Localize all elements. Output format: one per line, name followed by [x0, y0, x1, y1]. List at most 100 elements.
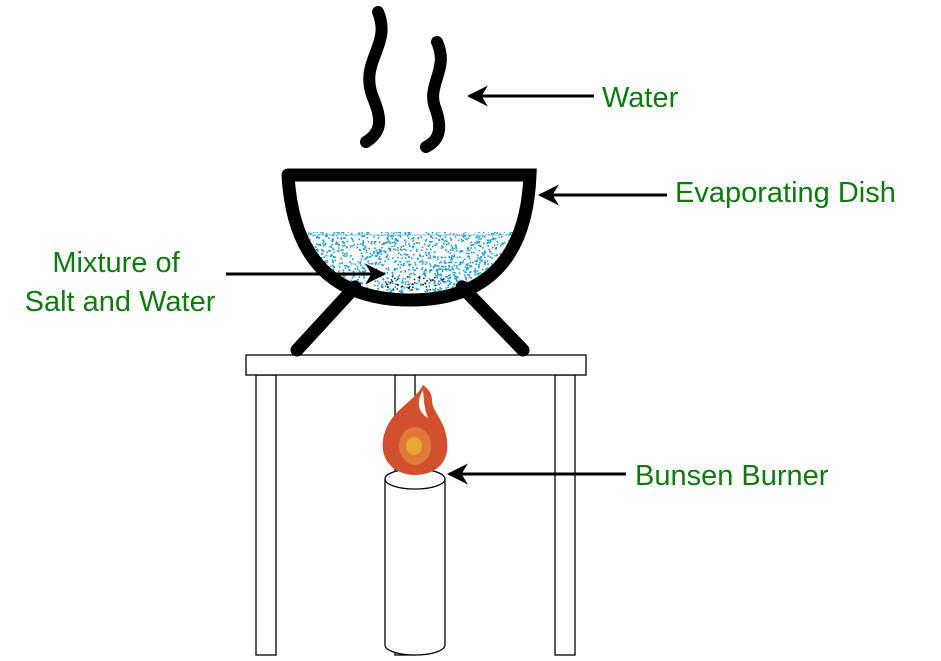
water-speckle [389, 291, 391, 293]
water-speckle [486, 267, 489, 269]
water-speckle [334, 259, 336, 262]
water-speckle [343, 242, 345, 245]
water-speckle [515, 282, 518, 284]
water-speckle [406, 261, 408, 263]
water-speckle [392, 274, 394, 276]
water-speckle [478, 249, 481, 252]
water-speckle [483, 242, 485, 245]
water-speckle [392, 288, 395, 290]
water-speckle [491, 287, 493, 289]
water-speckle [370, 277, 373, 280]
water-speckle [302, 264, 304, 267]
water-speckle [373, 252, 375, 255]
water-speckle [301, 287, 304, 290]
water-speckle [497, 288, 499, 291]
water-speckle [461, 240, 463, 243]
label-evaporating-dish: Evaporating Dish [675, 177, 896, 209]
water-speckle [340, 257, 343, 260]
water-speckle [508, 239, 510, 242]
water-speckle [416, 250, 418, 252]
water-speckle [361, 255, 364, 258]
water-speckle [425, 232, 428, 234]
salt-grain [385, 283, 388, 285]
water-speckle [316, 236, 319, 238]
water-speckle [373, 242, 376, 245]
water-speckle [384, 242, 387, 244]
water-speckle [468, 252, 470, 255]
water-speckle [448, 280, 451, 282]
salt-grain [411, 289, 413, 291]
water-speckle [432, 265, 435, 268]
water-speckle [337, 249, 340, 252]
water-speckle [425, 251, 427, 254]
water-speckle [336, 250, 339, 253]
water-speckle [361, 235, 363, 238]
water-speckle [326, 259, 329, 262]
label-bunsen-burner: Bunsen Burner [635, 460, 829, 492]
water-speckle [361, 266, 364, 269]
water-speckle [472, 261, 474, 264]
water-speckle [474, 247, 476, 249]
water-speckle [374, 240, 377, 243]
water-speckle [394, 268, 397, 270]
water-speckle [519, 274, 521, 277]
water-speckle [366, 256, 368, 259]
water-speckle [449, 283, 451, 286]
water-speckle [386, 232, 388, 233]
water-speckle [305, 266, 308, 268]
water-speckle [464, 266, 467, 268]
water-speckle [303, 283, 305, 285]
water-speckle [450, 244, 453, 247]
water-speckle [344, 264, 346, 267]
water-speckle [410, 237, 413, 240]
water-speckle [446, 276, 449, 278]
water-speckle [387, 239, 389, 241]
water-speckle [468, 255, 470, 258]
water-speckle [340, 249, 343, 251]
water-speckle [502, 280, 505, 282]
water-speckle [331, 243, 333, 246]
water-speckle [464, 235, 466, 237]
salt-grain [394, 277, 396, 280]
water-speckle [425, 254, 427, 256]
water-speckle [383, 272, 386, 274]
water-speckle [423, 230, 425, 232]
water-speckle [421, 266, 424, 269]
water-speckle [424, 272, 427, 275]
water-speckle [313, 282, 315, 284]
water-speckle [394, 286, 397, 288]
water-speckle [473, 232, 476, 233]
water-speckle [338, 232, 340, 234]
water-speckle [377, 237, 380, 239]
water-speckle [464, 276, 466, 279]
water-speckle [491, 257, 493, 259]
water-speckle [308, 275, 311, 278]
water-speckle [408, 256, 411, 259]
water-speckle [468, 249, 471, 252]
water-speckle [352, 245, 354, 247]
water-speckle [499, 245, 502, 247]
water-speckle [397, 256, 399, 259]
water-speckle [484, 251, 487, 254]
water-speckle [360, 243, 362, 245]
water-speckle [378, 251, 380, 253]
water-speckle [423, 272, 426, 274]
water-speckle [363, 235, 366, 237]
water-speckle [368, 267, 370, 269]
salt-grain [442, 280, 444, 283]
water-speckle [469, 261, 472, 264]
water-speckle [480, 238, 482, 240]
water-speckle [426, 261, 428, 264]
water-speckle [466, 249, 469, 251]
water-speckle [338, 266, 341, 268]
label-mixture-line2: Salt and Water [25, 286, 216, 318]
water-speckle [412, 237, 415, 240]
water-speckle [370, 262, 372, 265]
water-speckle [298, 260, 300, 263]
water-speckle [352, 240, 354, 242]
water-speckle [405, 233, 407, 235]
water-speckle [501, 290, 503, 292]
water-speckle [459, 261, 461, 264]
water-speckle [418, 280, 421, 282]
water-speckle [363, 275, 365, 277]
